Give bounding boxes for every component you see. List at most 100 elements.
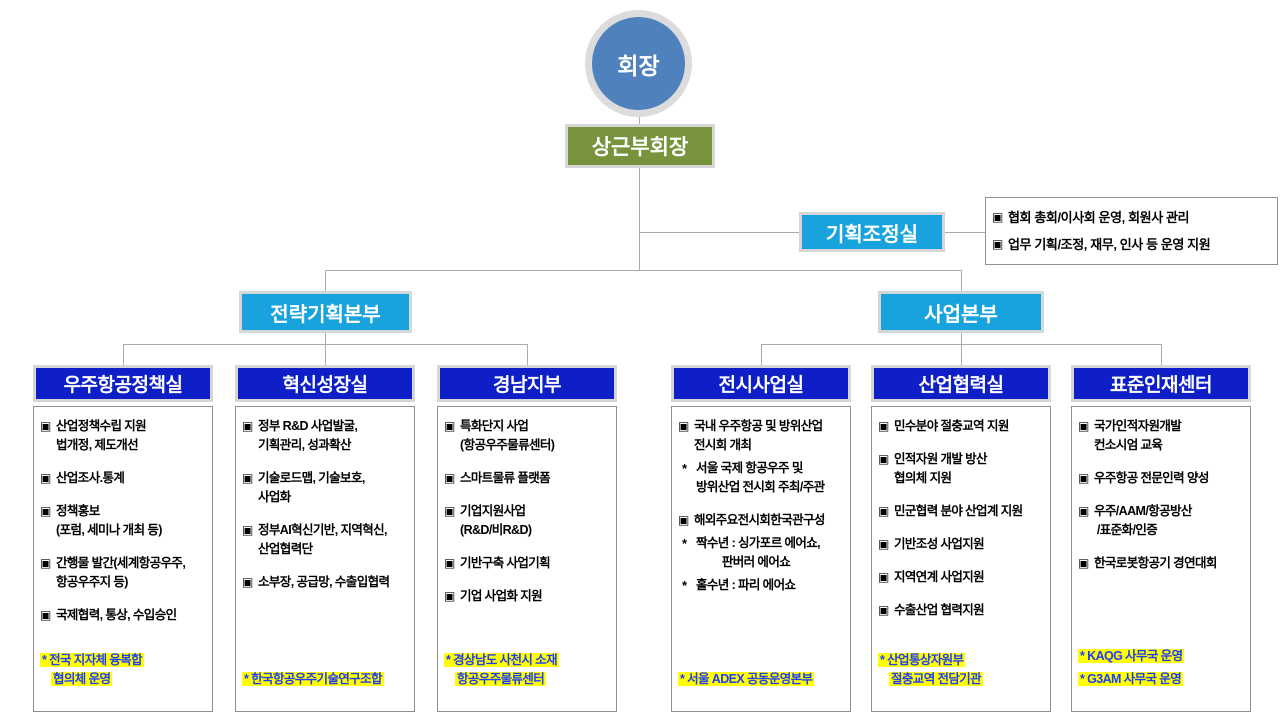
list-item: ▣업무 기획/조정, 재무, 인사 등 운영 지원 (992, 237, 1211, 252)
planning-office-node: 기획조정실 (799, 212, 945, 252)
list-item: ▣지역연계 사업지원 (878, 568, 1046, 587)
dept-footnotes: * 한국항공우주기술연구조합 (242, 670, 410, 711)
dept-header: 산업협력실 (871, 365, 1051, 402)
square-bullet-icon: ▣ (992, 210, 1003, 224)
vice-chairman-node: 상근부회장 (565, 124, 715, 168)
dept-items: ▣특화단지 사업(항공우주물류센터) ▣스마트물류 플랫폼 ▣기업지원사업(R&D/… (444, 417, 612, 620)
connector-line (761, 344, 762, 365)
list-item: ▣기술로드맵, 기술보호,사업화 (242, 469, 410, 507)
square-bullet-icon: ▣ (1078, 504, 1089, 518)
dept-gyeongnam-branch: 경남지부 ▣특화단지 사업(항공우주물류센터)▣스마트물류 플랫폼▣기업지원사업… (437, 365, 617, 712)
list-item: ▣국제협력, 통상, 수입승인 (40, 606, 208, 625)
list-item: ▣한국로봇항공기 경연대회 (1078, 554, 1246, 573)
square-bullet-icon: ▣ (678, 419, 689, 433)
footnote-item: * 서울 ADEX 공동운영본부 (678, 672, 815, 686)
connector-line (639, 114, 640, 126)
connector-line (961, 333, 962, 344)
dept-footnotes: * 서울 ADEX 공동운영본부 (678, 670, 846, 711)
chairman-label: 회장 (617, 52, 660, 79)
connector-line (325, 270, 326, 291)
asterisk-bullet-icon: * (682, 578, 687, 593)
square-bullet-icon: ▣ (242, 523, 253, 537)
square-bullet-icon: ▣ (878, 603, 889, 617)
list-item: ▣산업조사.통계 (40, 469, 208, 488)
chairman-node: 회장 (585, 10, 692, 117)
square-bullet-icon: ▣ (40, 556, 51, 570)
connector-line (945, 232, 985, 233)
square-bullet-icon: ▣ (242, 419, 253, 433)
list-item: ▣기업지원사업(R&D/비R&D) (444, 502, 612, 540)
dept-title: 산업협력실 (918, 375, 1004, 396)
dept-innovation-growth: 혁신성장실 ▣정부 R&D 사업발굴,기획관리, 성과확산▣기술로드맵, 기술보… (235, 365, 415, 712)
connector-line (639, 168, 640, 271)
dept-items: ▣정부 R&D 사업발굴,기획관리, 성과확산▣기술로드맵, 기술보호,사업화▣… (242, 417, 410, 606)
list-item: ▣민수분야 절충교역 지원 (878, 417, 1046, 436)
list-item: ▣우주/AAM/항공방산 /표준화/인증 (1078, 502, 1246, 540)
square-bullet-icon: ▣ (878, 570, 889, 584)
connector-line (325, 344, 326, 365)
connector-line (325, 270, 961, 271)
list-item: ▣정책홍보(포럼, 세미나 개최 등) (40, 502, 208, 540)
dept-title: 우주항공정책실 (63, 375, 183, 396)
square-bullet-icon: ▣ (242, 575, 253, 589)
connector-line (123, 344, 124, 365)
list-item: ▣특화단지 사업(항공우주물류센터) (444, 417, 612, 455)
division-strategy-node: 전략기획본부 (239, 291, 412, 333)
list-item: ▣기반구축 사업기획 (444, 554, 612, 573)
list-item: ▣간행물 발간(세계항공우주,항공우주지 등) (40, 554, 208, 592)
list-item: ▣수출산업 협력지원 (878, 601, 1046, 620)
planning-office-label: 기획조정실 (826, 223, 918, 246)
division-business-label: 사업본부 (924, 303, 998, 326)
list-item: *홀수년 : 파리 에어쇼 (678, 576, 846, 595)
list-item: ▣민군협력 분야 산업계 지원 (878, 502, 1046, 521)
square-bullet-icon: ▣ (1078, 556, 1089, 570)
square-bullet-icon: ▣ (444, 556, 455, 570)
footnote-item: * G3AM 사무국 운영 (1078, 672, 1184, 686)
square-bullet-icon: ▣ (40, 419, 51, 433)
square-bullet-icon: ▣ (444, 471, 455, 485)
connector-line (961, 270, 962, 291)
list-item: ▣스마트물류 플랫폼 (444, 469, 612, 488)
square-bullet-icon: ▣ (242, 471, 253, 485)
square-bullet-icon: ▣ (444, 504, 455, 518)
connector-line (639, 232, 799, 233)
list-item: ▣기반조성 사업지원 (878, 535, 1046, 554)
dept-body: ▣정부 R&D 사업발굴,기획관리, 성과확산▣기술로드맵, 기술보호,사업화▣… (235, 406, 415, 712)
division-business-node: 사업본부 (878, 291, 1044, 333)
square-bullet-icon: ▣ (1078, 419, 1089, 433)
connector-line (1161, 344, 1162, 365)
dept-title: 혁신성장실 (282, 375, 368, 396)
dept-body: ▣특화단지 사업(항공우주물류센터) ▣스마트물류 플랫폼 ▣기업지원사업(R&D/… (437, 406, 617, 712)
connector-line (961, 344, 962, 365)
connector-line (325, 333, 326, 344)
dept-header: 혁신성장실 (235, 365, 415, 402)
division-strategy-label: 전략기획본부 (270, 303, 381, 326)
asterisk-bullet-icon: * (682, 461, 687, 476)
dept-header: 우주항공정책실 (33, 365, 213, 402)
square-bullet-icon: ▣ (40, 504, 51, 518)
vice-chairman-label: 상근부회장 (591, 136, 689, 159)
square-bullet-icon: ▣ (40, 471, 51, 485)
dept-header: 전시사업실 (671, 365, 851, 402)
